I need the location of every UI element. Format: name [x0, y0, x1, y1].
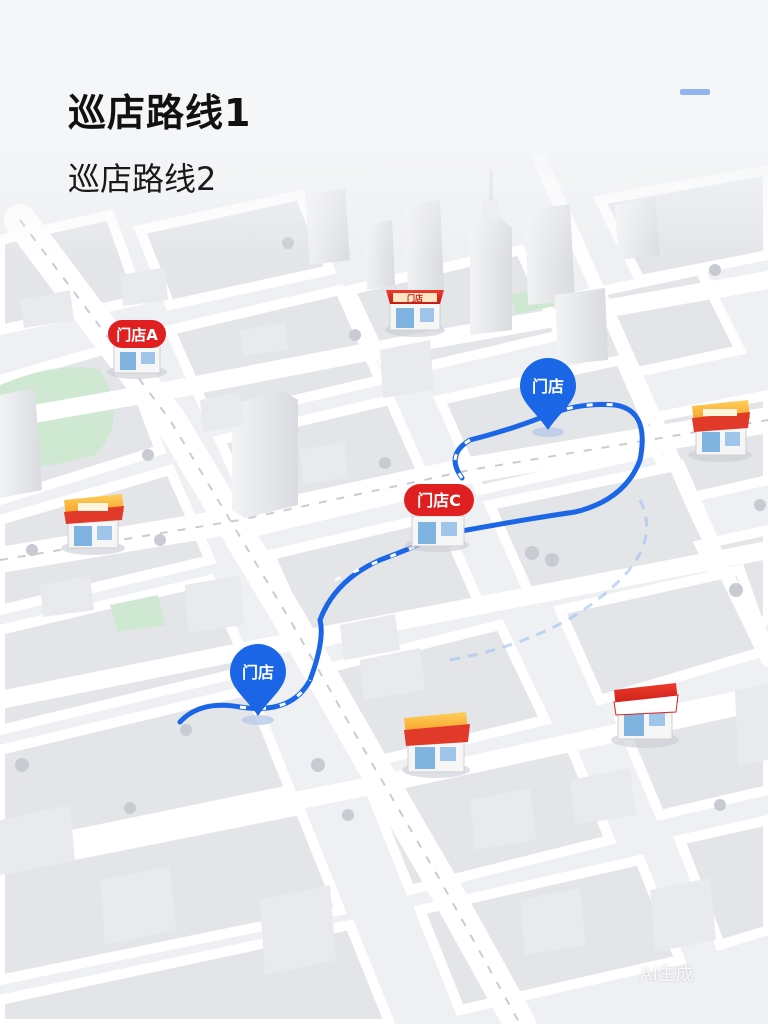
store-c-label: 门店C: [417, 491, 461, 510]
store-a-label: 门店A: [116, 326, 158, 344]
store-marker-c[interactable]: [404, 484, 474, 552]
lane-markings: [0, 219, 768, 1024]
accent-bar: [680, 89, 710, 95]
ai-watermark: AI生成: [640, 964, 694, 985]
page-subtitle: 巡店路线2: [68, 160, 217, 198]
location-pin-upper[interactable]: [520, 358, 576, 437]
store-marker-left[interactable]: [61, 494, 125, 555]
pin-lower-label: 门店: [242, 663, 274, 682]
page-title: 巡店路线1: [68, 91, 252, 135]
store-marker-bottom-right[interactable]: [611, 683, 679, 748]
store-marker-right[interactable]: [688, 400, 752, 462]
store-marker-top-center[interactable]: [385, 290, 445, 337]
location-pin-lower[interactable]: [230, 644, 286, 725]
store-top-center-sign: 门店: [407, 293, 423, 303]
pin-upper-label: 门店: [532, 377, 564, 396]
secondary-route: [449, 499, 649, 662]
store-marker-a[interactable]: [107, 320, 167, 379]
store-marker-bottom-center[interactable]: [402, 712, 470, 778]
header-fade: [0, 0, 768, 260]
